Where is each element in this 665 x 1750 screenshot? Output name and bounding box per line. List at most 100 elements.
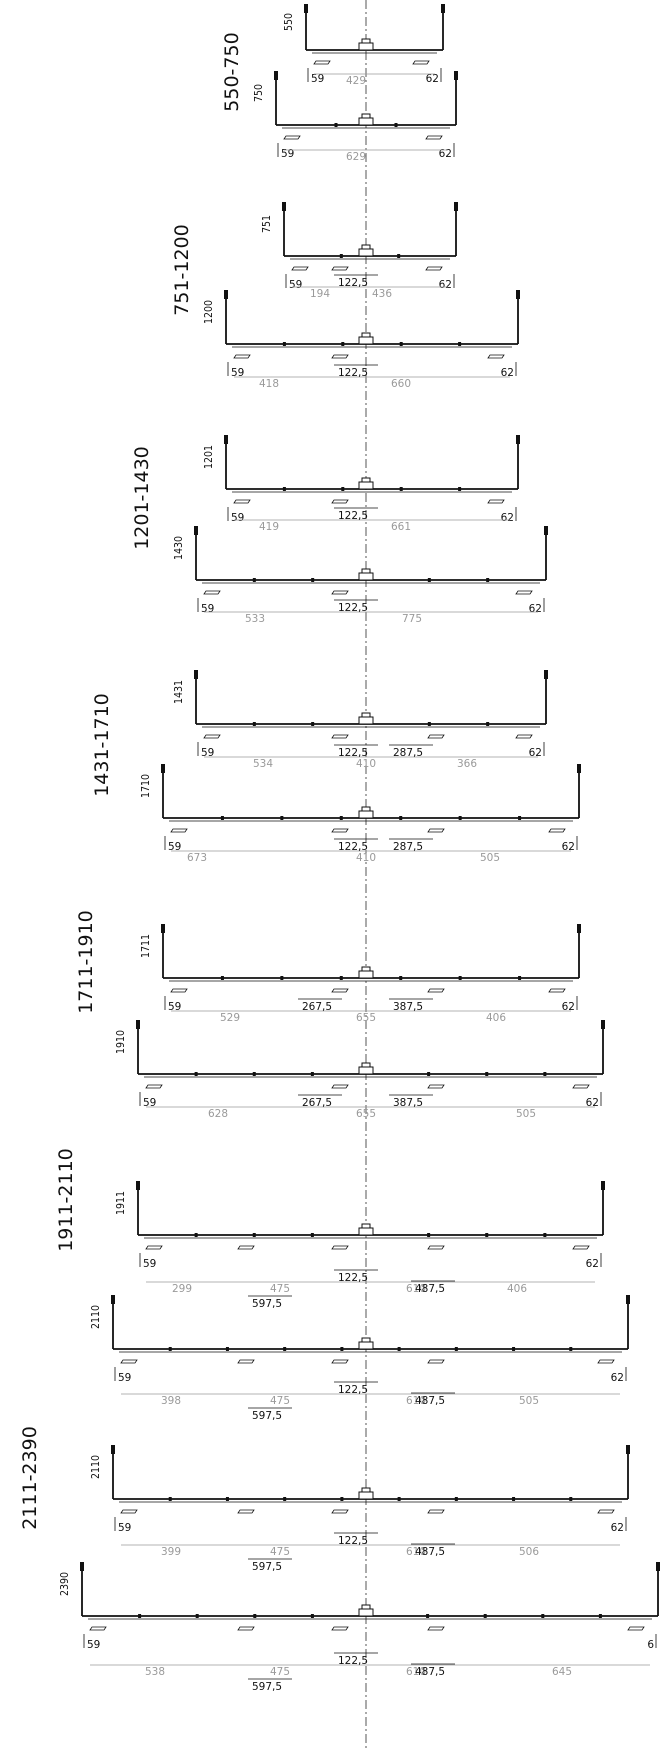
sash-height-label: 2110: [90, 1455, 102, 1479]
left-offset-label: 59: [311, 73, 324, 85]
gray-dimension-label: 538: [145, 1666, 165, 1678]
range-label: 1201-1430: [131, 446, 153, 550]
rail-bead-icon: [341, 487, 345, 491]
post-knob-icon: [304, 4, 308, 13]
dark-dimension-label: 267,5: [302, 1097, 332, 1109]
range-label: 550-750: [221, 32, 243, 111]
keeper-icon: [427, 1245, 445, 1250]
post-knob-icon: [626, 1295, 630, 1304]
post-knob-icon: [274, 71, 278, 80]
rail-bead-icon: [454, 1497, 458, 1501]
rail-bead-icon: [340, 1497, 344, 1501]
gray-dimension-label: 398: [161, 1395, 181, 1407]
post-knob-icon: [601, 1020, 605, 1029]
right-offset-label: 62: [586, 1097, 599, 1109]
gray-dimension-label: 194: [310, 288, 330, 300]
keeper-icon: [427, 1084, 445, 1089]
keeper-icon: [331, 590, 349, 595]
sash-height-label: 1710: [140, 774, 152, 798]
right-offset-label: 62: [529, 603, 542, 615]
gray-dimension-label: 534: [253, 758, 273, 770]
rail-bead-icon: [512, 1347, 516, 1351]
gear-block-icon: [358, 572, 374, 581]
sash-height-label: 1911: [115, 1191, 127, 1215]
rail-bead-icon: [483, 1614, 487, 1618]
range-label: 2111-2390: [19, 1426, 41, 1530]
dark-dimension-label: 597,5: [252, 1681, 282, 1693]
left-offset-label: 59: [231, 367, 244, 379]
rail-bead-icon: [399, 487, 403, 491]
gray-dimension-label: 529: [220, 1012, 240, 1024]
gear-head-icon: [361, 113, 371, 119]
gray-dimension-label: 661: [391, 521, 411, 533]
dark-dimension-label: 122,5: [338, 277, 368, 289]
rail-bead-icon: [397, 254, 401, 258]
post-knob-icon: [194, 670, 198, 679]
rail-bead-icon: [427, 1072, 431, 1076]
left-offset-label: 59: [281, 148, 294, 160]
left-offset-label: 59: [168, 1001, 181, 1013]
right-offset-label: 62: [611, 1522, 624, 1534]
post-knob-icon: [601, 1181, 605, 1190]
gray-dimension-label: 410: [356, 852, 376, 864]
dark-dimension-label: 597,5: [252, 1410, 282, 1422]
gray-dimension-label: 406: [486, 1012, 506, 1024]
rail-bead-icon: [569, 1497, 573, 1501]
right-offset-label: 62: [529, 747, 542, 759]
right-offset-label: 62: [611, 1372, 624, 1384]
gray-dimension-label: 645: [552, 1666, 572, 1678]
right-offset-label: 62: [562, 1001, 575, 1013]
gray-dimension-label: 505: [480, 852, 500, 864]
rail-bead-icon: [458, 816, 462, 820]
keeper-icon: [237, 1509, 255, 1514]
left-offset-label: 59: [231, 512, 244, 524]
rail-bead-icon: [283, 1347, 287, 1351]
gray-dimension-label: 399: [161, 1546, 181, 1558]
gray-dimension-label: 628: [208, 1108, 228, 1120]
left-offset-label: 59: [87, 1639, 100, 1651]
keeper-icon: [427, 734, 445, 739]
rail-bead-icon: [427, 722, 431, 726]
rail-bead-icon: [598, 1614, 602, 1618]
post-knob-icon: [544, 526, 548, 535]
post-knob-icon: [111, 1445, 115, 1454]
rail-bead-icon: [458, 487, 462, 491]
keeper-icon: [427, 1359, 445, 1364]
rail-bead-icon: [512, 1497, 516, 1501]
range-label: 1431-1710: [91, 693, 113, 797]
gear-block-icon: [358, 1608, 374, 1617]
rail-bead-icon: [194, 1072, 198, 1076]
rail-bead-icon: [397, 1347, 401, 1351]
rail-bead-icon: [225, 1347, 229, 1351]
dark-dimension-label: 487,5: [415, 1395, 445, 1407]
sash-height-label: 1431: [173, 680, 185, 704]
dark-dimension-label: 487,5: [415, 1546, 445, 1558]
gear-head-icon: [361, 1604, 371, 1610]
rail-bead-icon: [426, 1614, 430, 1618]
gear-head-icon: [361, 1487, 371, 1493]
post-knob-icon: [136, 1181, 140, 1190]
dark-dimension-label: 122,5: [338, 1655, 368, 1667]
gear-head-icon: [361, 712, 371, 718]
gear-block-icon: [358, 42, 374, 51]
gray-dimension-label: 610: [406, 1666, 426, 1678]
gray-dimension-label: 475: [270, 1666, 290, 1678]
rail-bead-icon: [486, 722, 490, 726]
gray-dimension-label: 418: [259, 378, 279, 390]
rail-bead-icon: [543, 1072, 547, 1076]
rail-bead-icon: [518, 816, 522, 820]
rail-bead-icon: [394, 123, 398, 127]
gray-dimension-label: 505: [516, 1108, 536, 1120]
rail-bead-icon: [458, 976, 462, 980]
post-knob-icon: [626, 1445, 630, 1454]
keeper-icon: [170, 828, 188, 833]
gear-block-icon: [358, 716, 374, 725]
gray-dimension-label: 610: [406, 1546, 426, 1558]
gear-block-icon: [358, 1227, 374, 1236]
post-knob-icon: [656, 1562, 660, 1571]
rail-bead-icon: [252, 722, 256, 726]
